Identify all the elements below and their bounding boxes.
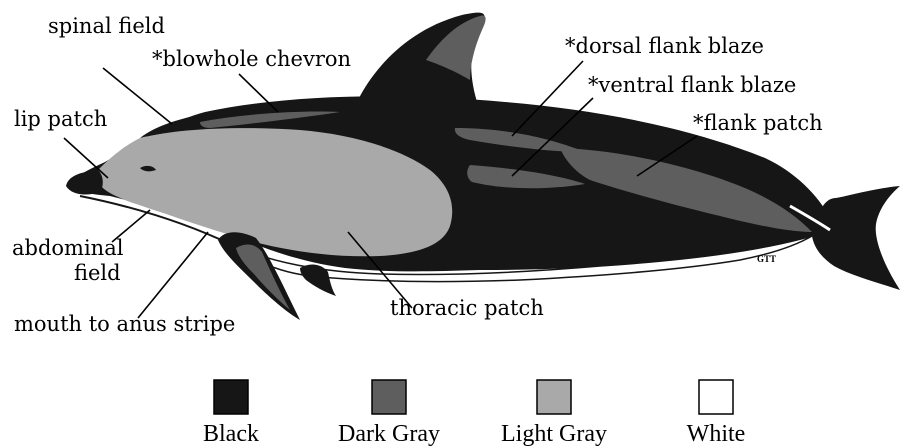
legend-label-black: Black	[203, 421, 259, 446]
pectoral-flipper-gray	[236, 245, 290, 310]
leader-mouth-to-anus-stripe	[138, 232, 208, 318]
label-dorsal-flank-blaze: *dorsal flank blaze	[565, 34, 764, 58]
label-abdominal-field-line1: abdominal	[12, 236, 124, 260]
legend-swatch-white	[699, 380, 733, 414]
pelvic-fin	[300, 265, 336, 296]
legend-swatch-black	[214, 380, 248, 414]
label-lip-patch: lip patch	[14, 107, 107, 131]
label-thoracic-patch: thoracic patch	[390, 296, 544, 320]
tail-fluke	[812, 186, 900, 290]
rostrum	[66, 170, 103, 194]
label-abdominal-field-line2: field	[74, 261, 121, 285]
legend-swatch-light-gray	[537, 380, 571, 414]
legend-swatch-dark-gray	[372, 380, 406, 414]
legend-label-light-gray: Light Gray	[501, 421, 607, 446]
label-spinal-field: spinal field	[48, 14, 165, 38]
label-blowhole-chevron: *blowhole chevron	[152, 47, 351, 71]
legend-label-dark-gray: Dark Gray	[338, 421, 440, 446]
legend: Black Dark Gray Light Gray White	[203, 380, 745, 446]
label-mouth-to-anus-stripe: mouth to anus stripe	[14, 312, 235, 336]
label-flank-patch: *flank patch	[693, 111, 823, 135]
label-ventral-flank-blaze: *ventral flank blaze	[588, 73, 796, 97]
legend-label-white: White	[687, 421, 746, 446]
artist-initials: GTT	[757, 254, 776, 264]
leader-spinal-field	[103, 68, 172, 124]
